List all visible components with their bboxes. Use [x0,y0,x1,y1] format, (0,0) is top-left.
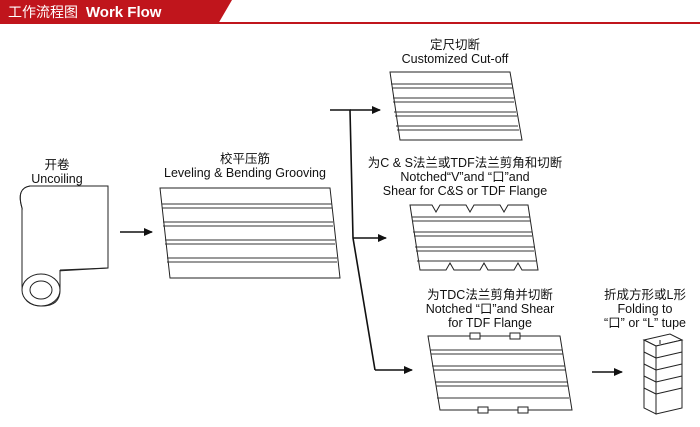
header-title: 工作流程图 Work Flow [8,3,161,21]
label-notched-tdc-zh: 为TDC法兰剪角并切断 [427,288,553,302]
label-uncoiling-zh: 开卷 [44,158,70,172]
label-leveling: 校平压筋 Leveling & Bending Grooving [140,152,350,180]
label-cutoff-en: Customized Cut-off [401,52,509,66]
label-notched-v-en2: Shear for C&S or TDF Flange [382,184,548,198]
label-folding-en1: Folding to [617,302,673,316]
label-uncoiling-en: Uncoiling [31,172,83,186]
label-cutoff-zh: 定尺切断 [429,38,480,52]
label-notched-v-zh: 为C & S法兰或TDF法兰剪角和切断 [367,156,563,170]
label-notched-v: 为C & S法兰或TDF法兰剪角和切断 Notched“V”and “口”and… [355,156,575,198]
label-uncoiling: 开卷 Uncoiling [12,158,102,186]
header-title-en: Work Flow [85,4,162,21]
header-bar [0,0,240,24]
label-folding: 折成方形或L形 Folding to “口” or “L” tupe [595,288,695,330]
label-notched-tdc: 为TDC法兰剪角并切断 Notched “口”and Shear for TDF… [405,288,575,330]
header-rule [0,22,700,24]
coil-icon [19,185,109,307]
label-leveling-zh: 校平压筋 [219,152,270,166]
label-notched-tdc-en1: Notched “口”and Shear [425,302,555,316]
cutoff-sheet [389,71,523,141]
label-folding-zh: 折成方形或L形 [604,288,686,302]
header: 工作流程图 Work Flow [0,0,700,24]
label-leveling-en: Leveling & Bending Grooving [164,166,326,180]
notched-v-sheet [409,204,539,271]
leveling-sheet [159,187,341,279]
label-notched-v-en1: Notched“V”and “口”and [400,170,530,184]
label-cutoff: 定尺切断 Customized Cut-off [380,38,530,66]
header-title-zh: 工作流程图 [8,5,78,21]
label-notched-tdc-en2: for TDF Flange [448,316,532,330]
branch-connector [330,106,413,374]
folded-duct-icon [642,333,684,415]
label-folding-en2: “口” or “L” tupe [604,316,686,330]
notched-tdc-sheet [427,332,573,414]
header-bar-shape [0,0,232,24]
